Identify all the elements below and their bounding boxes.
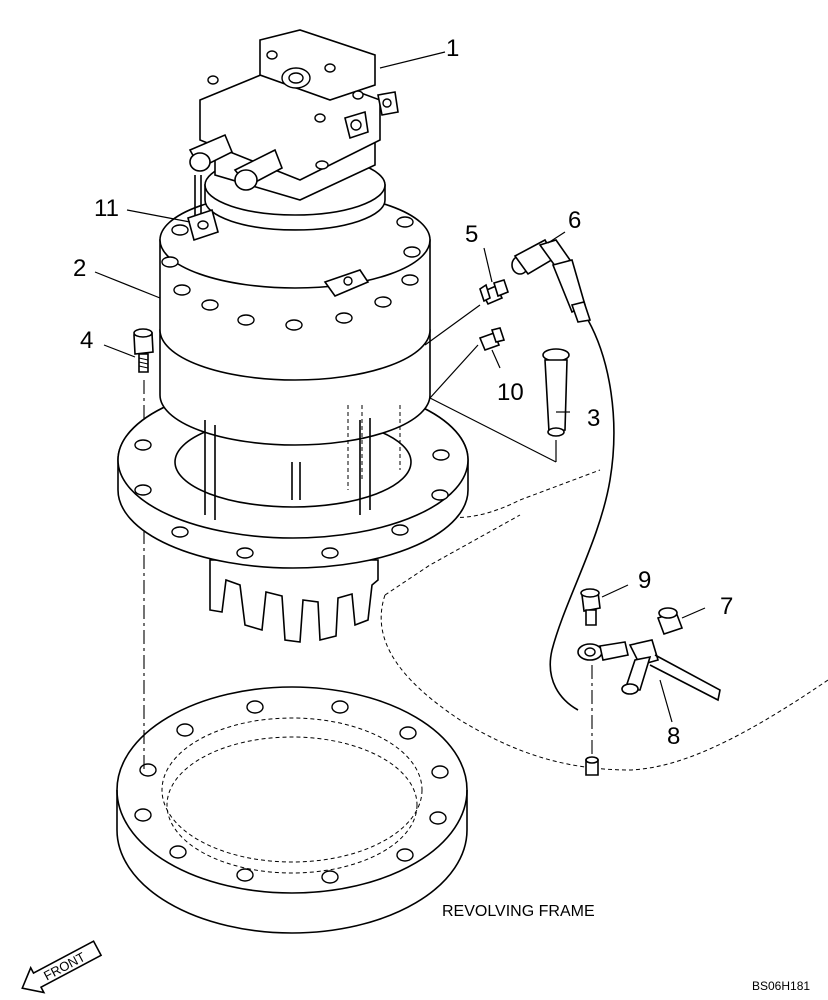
revolving-frame-caption: REVOLVING FRAME <box>442 903 595 920</box>
motor-ports <box>188 91 399 191</box>
bolt-part-4 <box>133 328 154 373</box>
pin-part-3 <box>429 348 570 463</box>
callout-2: 2 <box>73 255 86 282</box>
callout-labels: 1 2 3 4 5 6 7 8 9 10 11 <box>73 35 733 750</box>
pinion-gear <box>209 559 379 643</box>
callout-7: 7 <box>720 593 733 620</box>
fitting-part-8 <box>577 639 721 776</box>
callout-9: 9 <box>638 567 651 594</box>
front-arrow: FRONT <box>21 940 103 994</box>
elbow-hose-part-6 <box>511 238 615 711</box>
swing-motor <box>187 29 399 242</box>
leader-lines <box>94 51 706 723</box>
mounting-ring <box>116 686 468 934</box>
callout-6: 6 <box>568 207 581 234</box>
fitting-part-5 <box>479 279 509 306</box>
gearbox-bolts <box>161 216 421 331</box>
callout-11: 11 <box>94 195 119 222</box>
callout-3: 3 <box>587 405 600 432</box>
fitting-part-10 <box>478 327 506 352</box>
callout-4: 4 <box>80 327 93 354</box>
callout-8: 8 <box>667 723 680 750</box>
callout-1: 1 <box>446 35 459 62</box>
bolt-part-9 <box>580 588 601 626</box>
drawing-number: BS06H181 <box>752 979 810 993</box>
plug-part-7 <box>656 607 684 636</box>
callout-10: 10 <box>497 379 524 406</box>
callout-5: 5 <box>465 221 478 248</box>
